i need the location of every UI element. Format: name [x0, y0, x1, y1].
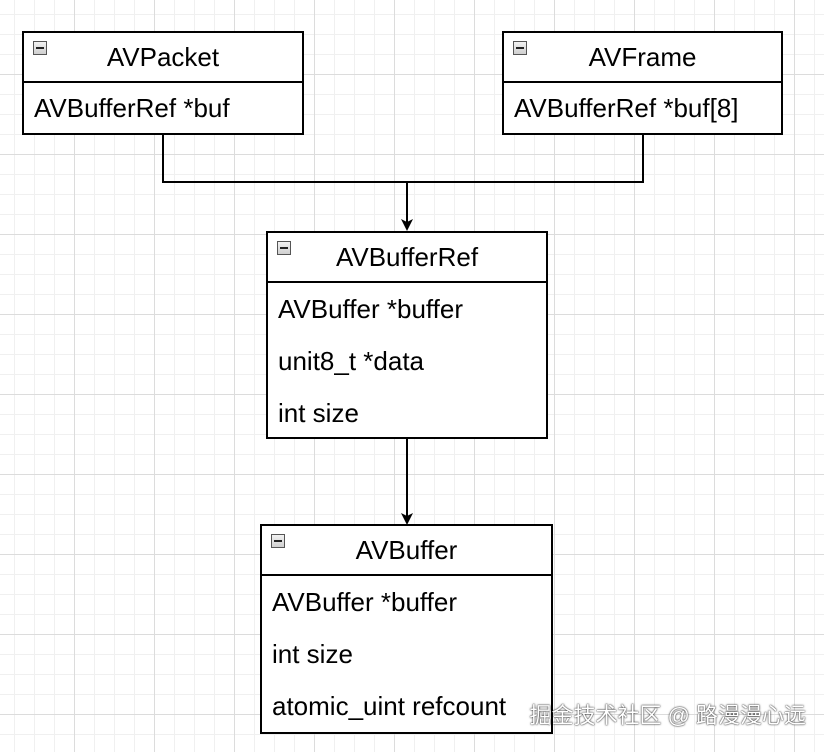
class-avbufferref-field-size: int size [278, 398, 359, 428]
class-avframe-title: AVFrame [588, 41, 697, 72]
class-avbufferref-title: AVBufferRef [335, 241, 479, 272]
collapse-icon[interactable] [277, 241, 291, 255]
watermark: 掘金技术社区 @ 路漫漫心远 [529, 703, 806, 728]
class-avframe-field: AVBufferRef *buf[8] [514, 93, 739, 123]
class-avbuffer-field-size: int size [272, 639, 353, 669]
class-avframe-header[interactable]: AVFrame [504, 33, 781, 83]
collapse-icon[interactable] [33, 41, 47, 55]
collapse-icon[interactable] [513, 41, 527, 55]
class-avframe[interactable]: AVFrame AVBufferRef *buf[8] [502, 31, 783, 135]
class-avpacket-title: AVPacket [106, 41, 220, 72]
connector-avframe [407, 134, 644, 183]
class-avpacket[interactable]: AVPacket AVBufferRef *buf [22, 31, 304, 135]
class-avbufferref-field-data: unit8_t *data [278, 346, 425, 376]
class-avbufferref-header[interactable]: AVBufferRef [268, 233, 546, 283]
class-avbuffer-header[interactable]: AVBuffer [262, 526, 551, 576]
class-avpacket-header[interactable]: AVPacket [24, 33, 302, 83]
class-avpacket-field: AVBufferRef *buf [34, 93, 230, 123]
class-avbuffer-title: AVBuffer [355, 534, 458, 565]
class-avbuffer-field-buffer: AVBuffer *buffer [272, 587, 458, 617]
class-avbufferref-field-buffer: AVBuffer *buffer [278, 294, 464, 324]
connector-avpacket [162, 134, 407, 183]
collapse-icon[interactable] [271, 534, 285, 548]
class-avbuffer-field-refcount: atomic_uint refcount [272, 691, 507, 721]
class-avbuffer[interactable]: AVBuffer AVBuffer *buffer int size atomi… [260, 524, 553, 734]
class-avbufferref[interactable]: AVBufferRef AVBuffer *buffer unit8_t *da… [266, 231, 548, 439]
